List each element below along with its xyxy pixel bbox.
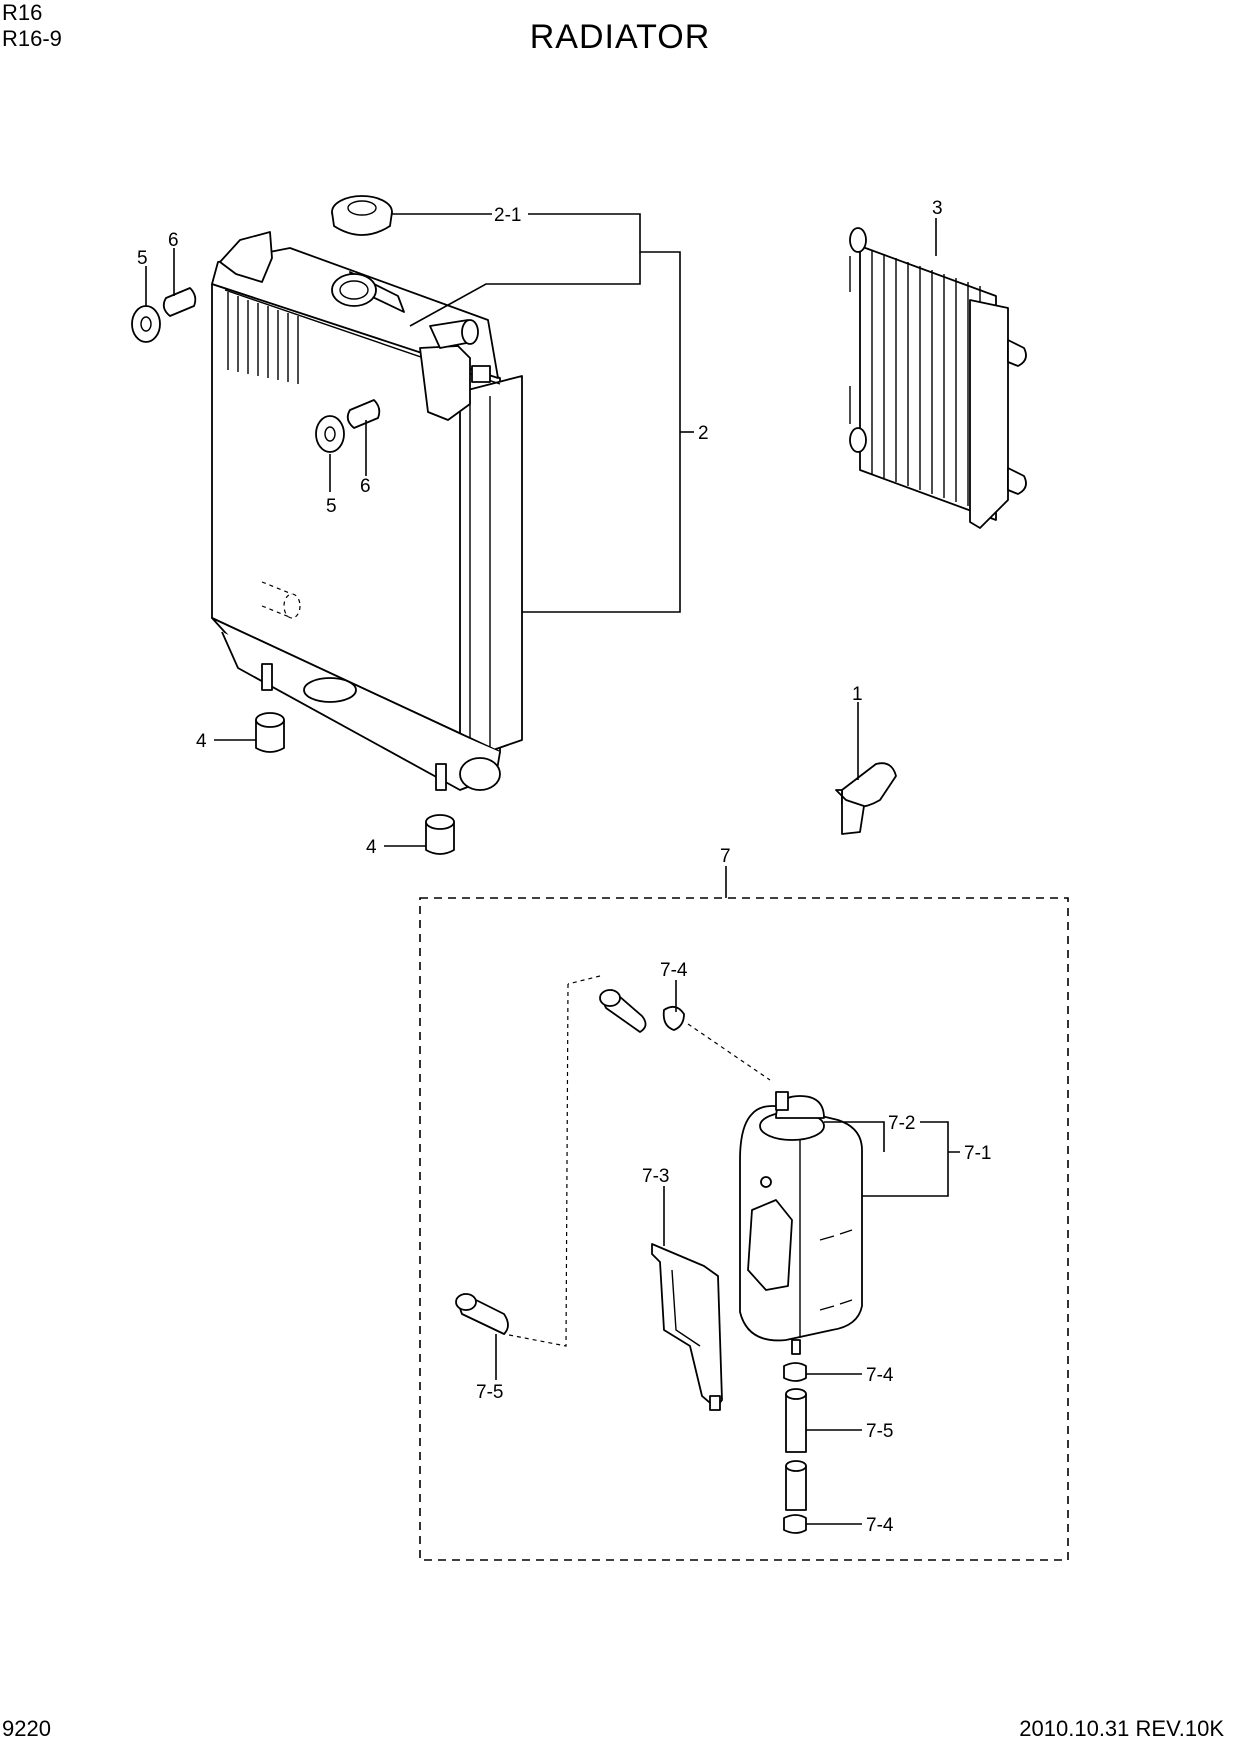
callout-7-5-right: 7-5 <box>866 1421 893 1442</box>
callout-6-center: 6 <box>360 476 371 497</box>
callout-3: 3 <box>932 198 943 219</box>
callout-2-1: 2-1 <box>494 205 521 226</box>
callout-4-right: 4 <box>366 837 377 858</box>
callout-7: 7 <box>720 846 731 867</box>
rubber-mount-right <box>425 814 455 855</box>
callout-7-4-upper: 7-4 <box>660 960 688 981</box>
overflow-hose-lower <box>455 1293 509 1335</box>
callout-5-center: 5 <box>326 496 337 517</box>
mount-bushing-upper-left <box>131 287 197 343</box>
mount-bushing-center <box>315 399 381 453</box>
page-number: 9220 <box>2 1716 51 1741</box>
page-title: RADIATOR <box>529 18 711 56</box>
revision-date: 2010.10.31 REV.10K <box>1019 1716 1224 1741</box>
drain-hose-assembly <box>783 1362 807 1534</box>
callout-7-1: 7-1 <box>964 1143 991 1164</box>
callout-5-upper: 5 <box>137 248 148 269</box>
callout-7-3: 7-3 <box>642 1166 669 1187</box>
radiator-cap <box>331 195 393 236</box>
radiator-assembly <box>211 231 523 791</box>
callout-1: 1 <box>852 684 863 705</box>
callout-7-4-middle: 7-4 <box>866 1365 894 1386</box>
callout-6-upper: 6 <box>168 230 179 251</box>
leader-lines <box>145 213 960 1525</box>
rubber-mount-left <box>255 712 285 753</box>
callout-4-left: 4 <box>196 731 207 752</box>
callout-7-2: 7-2 <box>888 1113 915 1134</box>
callout-7-5-left: 7-5 <box>476 1382 503 1403</box>
callout-7-4-lower: 7-4 <box>866 1515 894 1536</box>
overflow-hose-upper <box>599 989 685 1033</box>
reservoir-tank <box>739 1091 863 1355</box>
reservoir-bracket <box>651 1243 723 1411</box>
reservoir-kit-boundary <box>419 897 1069 1561</box>
hose-routing-line <box>503 975 771 1347</box>
model-code: R16 <box>2 0 43 25</box>
model-variant: R16-9 <box>2 26 62 51</box>
oil-cooler <box>849 227 1027 529</box>
hose-clamp-bracket <box>835 762 897 835</box>
callout-2: 2 <box>698 423 709 444</box>
